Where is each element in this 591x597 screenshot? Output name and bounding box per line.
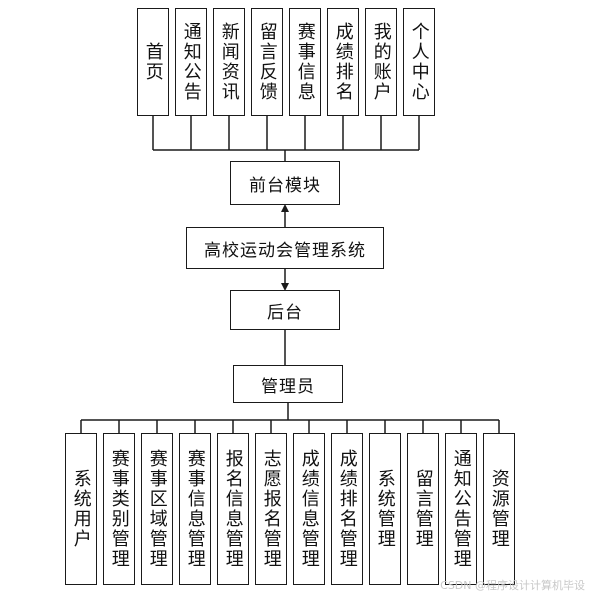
frontend-item-my-account: 我的账户 xyxy=(365,8,397,116)
system-title-box: 高校运动会管理系统 xyxy=(186,227,384,269)
frontend-item-feedback: 留言反馈 xyxy=(251,8,283,116)
backend-item-event-category: 赛事类别管理 xyxy=(103,433,135,585)
frontend-item-home: 首页 xyxy=(137,8,169,116)
frontend-item-news: 新闻资讯 xyxy=(213,8,245,116)
backend-item-notice-management: 通知公告管理 xyxy=(445,433,477,585)
frontend-item-notice: 通知公告 xyxy=(175,8,207,116)
backend-item-message-management: 留言管理 xyxy=(407,433,439,585)
frontend-item-ranking: 成绩排名 xyxy=(327,8,359,116)
frontend-item-event-info: 赛事信息 xyxy=(289,8,321,116)
backend-item-score-info: 成绩信息管理 xyxy=(293,433,325,585)
backend-item-volunteer: 志愿报名管理 xyxy=(255,433,287,585)
frontend-module-box: 前台模块 xyxy=(230,161,340,205)
backend-box: 后台 xyxy=(230,290,340,330)
backend-item-resource-management: 资源管理 xyxy=(483,433,515,585)
backend-item-system-users: 系统用户 xyxy=(65,433,97,585)
backend-item-score-ranking: 成绩排名管理 xyxy=(331,433,363,585)
backend-item-event-info: 赛事信息管理 xyxy=(179,433,211,585)
backend-item-system-management: 系统管理 xyxy=(369,433,401,585)
backend-item-registration: 报名信息管理 xyxy=(217,433,249,585)
frontend-item-profile: 个人中心 xyxy=(403,8,435,116)
admin-role-box: 管理员 xyxy=(233,365,343,403)
backend-item-event-area: 赛事区域管理 xyxy=(141,433,173,585)
watermark: CSDN @程序设计计算机毕设 xyxy=(440,579,585,592)
